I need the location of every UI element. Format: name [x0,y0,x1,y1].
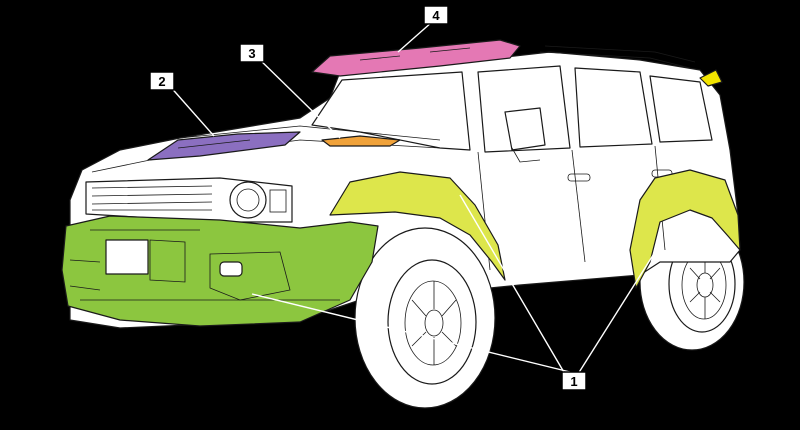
front-wheel [354,227,496,409]
part-3-hood-scoop [321,135,401,147]
part-1-rear-fender-flare [629,169,741,289]
part-rear-spoiler [699,69,723,87]
callout-4: 4 [423,5,449,25]
leader-lines [167,21,656,375]
svg-text:3: 3 [248,46,255,61]
callout-1: 1 [561,371,587,391]
front-fascia [85,177,293,223]
svg-text:4: 4 [432,8,440,23]
svg-text:2: 2 [158,74,165,89]
svg-text:1: 1 [570,374,577,389]
callout-3: 3 [239,43,265,63]
part-2-hood-panel [147,131,301,161]
part-1-front-fender-flare [329,171,506,281]
callout-2: 2 [149,71,175,91]
part-4-roof-rack [311,39,521,77]
bumper-details [69,229,340,301]
